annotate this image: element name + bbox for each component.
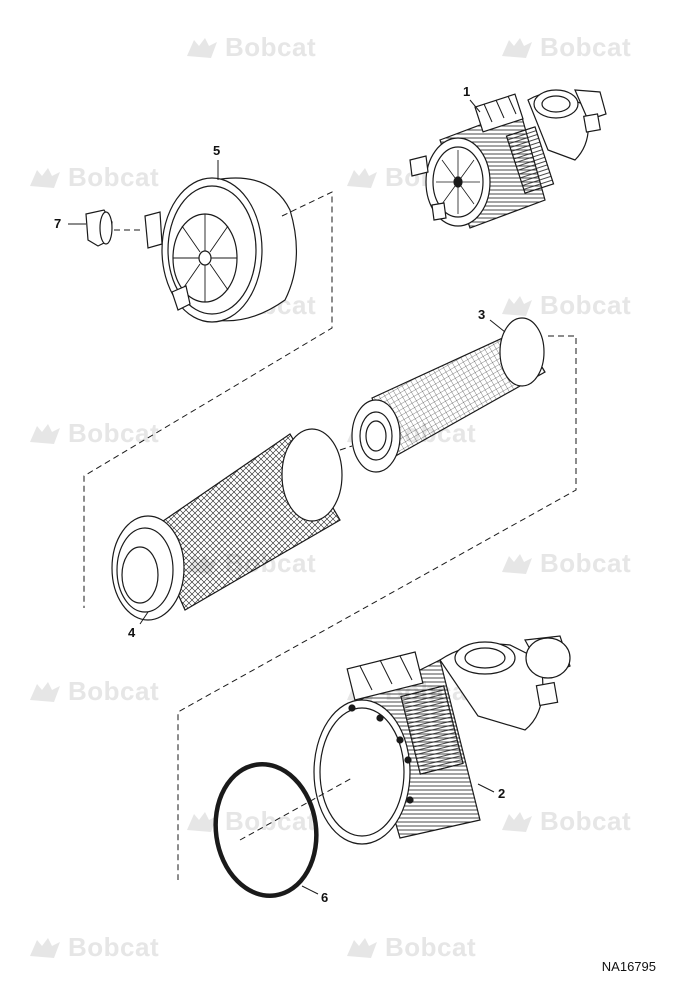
figure-code: NA16795 (601, 959, 656, 974)
watermark: Bobcat (28, 932, 159, 963)
bobcat-logo-icon (187, 37, 217, 58)
air-cleaner-assembly-1 (409, 89, 607, 229)
leader-4 (139, 611, 149, 625)
watermark-text: Bobcat (68, 418, 160, 448)
bobcat-logo-icon (502, 37, 532, 58)
watermark: Bobcat (28, 418, 159, 449)
outer-filter-part-4 (111, 428, 343, 621)
bobcat-logo-icon (30, 681, 60, 702)
watermark: Bobcat (28, 676, 159, 707)
bobcat-logo-icon (502, 811, 532, 832)
watermark-text: Bobcat (225, 806, 317, 836)
callout-2: 2 (498, 786, 506, 801)
leader-6 (301, 885, 319, 895)
callout-5: 5 (213, 143, 221, 158)
watermark-text: Bobcat (540, 290, 632, 320)
callout-4: 4 (128, 625, 136, 640)
callout-3: 3 (478, 307, 486, 322)
watermark-text: Bobcat (540, 32, 632, 62)
bobcat-logo-icon (30, 423, 60, 444)
watermark: Bobcat (28, 162, 159, 193)
leader-1 (469, 99, 481, 113)
watermark: Bobcat (500, 290, 631, 321)
seal-ring-part-6 (213, 762, 319, 898)
leader-3 (489, 319, 506, 333)
watermark-text: Bobcat (68, 676, 160, 706)
guide-line-3 (177, 335, 577, 880)
bobcat-logo-icon (502, 295, 532, 316)
watermark: Bobcat (500, 548, 631, 579)
valve-part-7 (85, 209, 113, 247)
housing-part-2 (313, 635, 571, 845)
watermark-text: Bobcat (68, 932, 160, 962)
bobcat-logo-icon (30, 937, 60, 958)
watermark: Bobcat (185, 806, 316, 837)
bobcat-logo-icon (502, 553, 532, 574)
watermark: Bobcat (185, 32, 316, 63)
callout-1: 1 (463, 84, 471, 99)
inner-filter-part-3 (351, 317, 546, 473)
watermark: Bobcat (345, 932, 476, 963)
bobcat-logo-icon (187, 811, 217, 832)
bobcat-logo-icon (347, 167, 377, 188)
connect-3-4 (339, 445, 353, 451)
watermark: Bobcat (500, 806, 631, 837)
leader-2 (477, 783, 495, 793)
watermark-text: Bobcat (540, 806, 632, 836)
callout-6: 6 (321, 890, 329, 905)
cover-part-5 (144, 177, 297, 323)
watermark-text: Bobcat (385, 932, 477, 962)
connect-6-2 (239, 777, 353, 841)
watermark: Bobcat (500, 32, 631, 63)
bobcat-logo-icon (347, 937, 377, 958)
watermark-text: Bobcat (68, 162, 160, 192)
bobcat-logo-icon (30, 167, 60, 188)
callout-7: 7 (54, 216, 62, 231)
guide-line-5 (83, 191, 333, 608)
watermark-text: Bobcat (540, 548, 632, 578)
watermark-text: Bobcat (225, 32, 317, 62)
